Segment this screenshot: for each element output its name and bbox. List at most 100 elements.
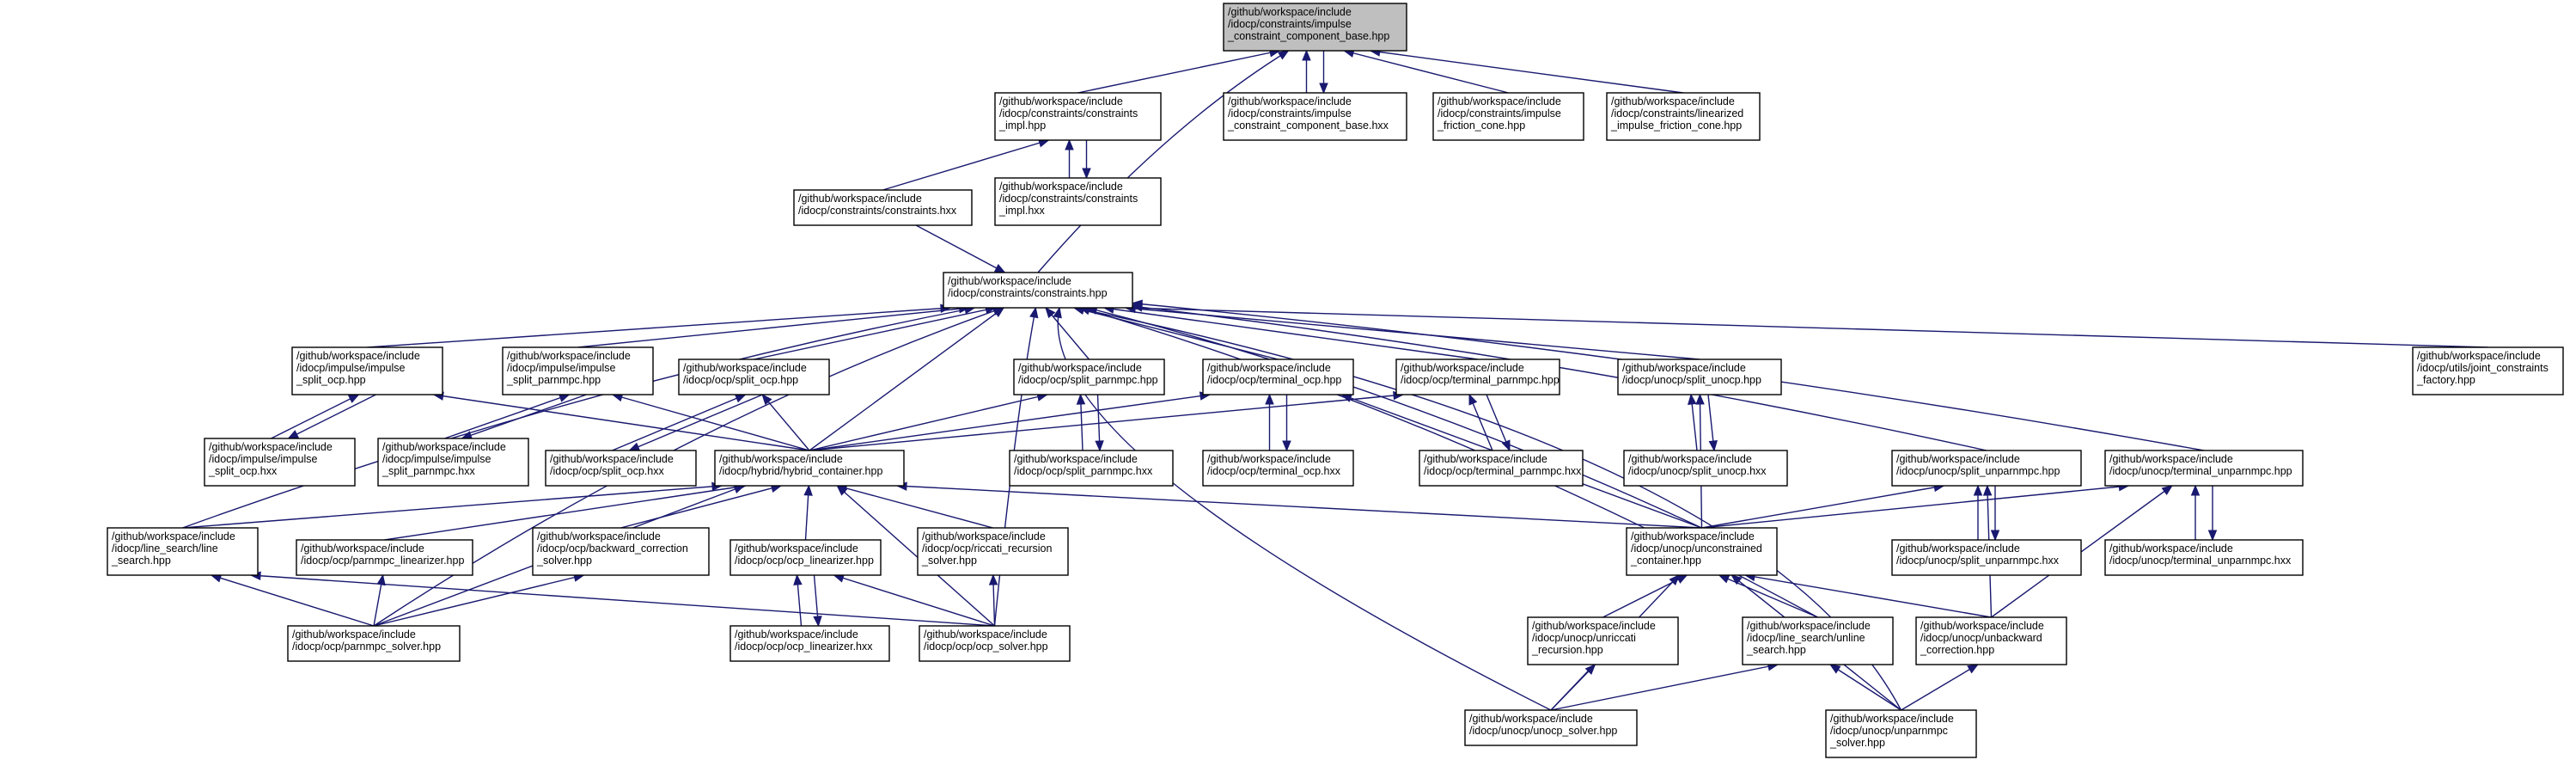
file-node-imp_split_ocp_hxx[interactable]: /github/workspace/include/idocp/impulse/… (204, 438, 356, 487)
node-label-line: /github/workspace/include (1014, 453, 1138, 465)
file-node-terminal_pmpc[interactable]: /github/workspace/include/idocp/ocp/term… (1395, 359, 1560, 395)
file-node-split_unocp[interactable]: /github/workspace/include/idocp/unocp/sp… (1617, 359, 1782, 395)
file-node-linearized_fric[interactable]: /github/workspace/include/idocp/constrai… (1606, 92, 1761, 141)
edge-arrowhead (1669, 574, 1681, 585)
edge-arrowhead (1095, 440, 1104, 452)
file-node-terminal_ocp[interactable]: /github/workspace/include/idocp/ocp/term… (1202, 359, 1354, 395)
node-label-line: /idocp/utils/joint_constraints (2417, 362, 2549, 374)
file-node-ocp_linearizer_hxx[interactable]: /github/workspace/include/idocp/ocp/ocp_… (729, 625, 890, 662)
include-edge-constraints_hxx-to-constraints_impl (882, 139, 1049, 191)
file-node-constraints_impl_hxx[interactable]: /github/workspace/include/idocp/constrai… (994, 177, 1162, 226)
file-node-ocp_linearizer[interactable]: /github/workspace/include/idocp/ocp/ocp_… (729, 539, 882, 576)
node-label-line: /github/workspace/include (1532, 620, 1656, 632)
file-node-split_unpmpc[interactable]: /github/workspace/include/idocp/unocp/sp… (1891, 450, 2082, 487)
node-box (1606, 92, 1761, 141)
file-node-cc_base_hxx[interactable]: /github/workspace/include/idocp/constrai… (1223, 92, 1407, 141)
file-node-backward_corr[interactable]: /github/workspace/include/idocp/ocp/back… (532, 527, 710, 576)
node-label-line: /idocp/ocp/split_ocp.hxx (550, 465, 664, 477)
node-box (1009, 450, 1174, 487)
include-edge-line_search-to-hybrid (182, 485, 723, 529)
node-label-line: _solver.hpp (921, 555, 977, 567)
file-node-split_ocp_hxx[interactable]: /github/workspace/include/idocp/ocp/spli… (545, 450, 697, 487)
node-label-line: /github/workspace/include (1207, 362, 1331, 374)
file-node-split_unpmpc_hxx[interactable]: /github/workspace/include/idocp/unocp/sp… (1891, 539, 2082, 576)
node-label-line: /github/workspace/include (798, 193, 922, 205)
edge-arrowhead (287, 430, 300, 439)
include-edge-unline_search-to-unconstrained (1718, 574, 1818, 618)
node-box (1626, 527, 1778, 576)
node-label-line: /github/workspace/include (1631, 530, 1755, 542)
file-node-unline_search[interactable]: /github/workspace/include/idocp/line_sea… (1742, 616, 1894, 665)
node-label-line: /github/workspace/include (292, 628, 416, 640)
edge-arrowhead (1029, 306, 1039, 319)
node-label-line: _friction_cone.hpp (1437, 120, 1525, 132)
include-edge-constraints_hpp-to-cc_base (1037, 50, 1289, 273)
file-node-hybrid[interactable]: /github/workspace/include/idocp/hybrid/h… (714, 450, 905, 487)
include-edge-unbackward-to-unconstrained (1744, 574, 1992, 618)
file-node-joint_factory[interactable]: /github/workspace/include/idocp/utils/jo… (2412, 346, 2564, 395)
file-node-unpmpc_solver[interactable]: /github/workspace/include/idocp/unocp/un… (1825, 709, 1977, 758)
node-label-line: /idocp/constraints/impulse (1228, 18, 1352, 30)
file-node-unconstrained[interactable]: /github/workspace/include/idocp/unocp/un… (1626, 527, 1778, 576)
file-node-split_pmpc[interactable]: /github/workspace/include/idocp/ocp/spli… (1013, 359, 1165, 395)
file-node-unocp_solver[interactable]: /github/workspace/include/idocp/unocp/un… (1464, 709, 1638, 746)
file-node-constraints_impl[interactable]: /github/workspace/include/idocp/constrai… (994, 92, 1162, 141)
edge-arrowhead (733, 485, 746, 493)
node-label-line: /github/workspace/include (1469, 713, 1593, 725)
include-edge-imp_split_ocp-to-constraints_hpp (367, 307, 951, 348)
file-node-impulse_fric[interactable]: /github/workspace/include/idocp/constrai… (1432, 92, 1584, 141)
file-node-terminal_unpmpc[interactable]: /github/workspace/include/idocp/unocp/te… (2104, 450, 2304, 487)
node-label-line: /idocp/ocp/split_ocp.hpp (683, 374, 798, 386)
node-label-line: /github/workspace/include (999, 95, 1123, 107)
file-node-split_unocp_hxx[interactable]: /github/workspace/include/idocp/unocp/sp… (1623, 450, 1788, 487)
file-node-line_search[interactable]: /github/workspace/include/idocp/line_sea… (107, 527, 259, 576)
file-node-ocp_solver[interactable]: /github/workspace/include/idocp/ocp/ocp_… (919, 625, 1071, 662)
file-node-constraints_hpp[interactable]: /github/workspace/include/idocp/constrai… (943, 272, 1133, 309)
node-box (2104, 450, 2304, 487)
file-node-terminal_pmpc_hxx[interactable]: /github/workspace/include/idocp/ocp/term… (1419, 450, 1584, 487)
include-edge-unocp_solver-to-unriccati (1550, 664, 1596, 711)
file-node-imp_split_ocp[interactable]: /github/workspace/include/idocp/impulse/… (291, 346, 443, 395)
node-label-line: /github/workspace/include (735, 628, 858, 640)
node-label-line: /github/workspace/include (948, 275, 1071, 287)
include-edge-line_search-to-constraints_hpp (182, 307, 975, 529)
file-node-cc_base[interactable]: /github/workspace/include/idocp/constrai… (1223, 3, 1407, 52)
node-label-line: /idocp/ocp/parnmpc_solver.hpp (292, 640, 441, 653)
node-label-line: /idocp/ocp/terminal_ocp.hpp (1207, 374, 1341, 386)
edge-arrowhead (1053, 306, 1062, 319)
node-label-line: /github/workspace/include (1207, 453, 1331, 465)
file-node-terminal_unpmpc_hxx[interactable]: /github/workspace/include/idocp/unocp/te… (2104, 539, 2304, 576)
node-box (1464, 709, 1638, 746)
node-label-line: /idocp/ocp/terminal_parnmpc.hxx (1424, 465, 1582, 477)
node-box (714, 450, 905, 487)
file-node-imp_split_pmpc_hxx[interactable]: /github/workspace/include/idocp/impulse/… (377, 438, 529, 487)
file-node-unbackward[interactable]: /github/workspace/include/idocp/unocp/un… (1915, 616, 2067, 665)
edge-arrowhead (734, 394, 747, 403)
node-label-line: /idocp/unocp/unparnmpc (1830, 725, 1948, 737)
include-edge-hybrid-to-constraints_hpp (809, 307, 1004, 451)
node-label-line: /idocp/unocp/terminal_unparnmpc.hpp (2109, 465, 2292, 477)
node-label-line: /github/workspace/include (112, 530, 235, 542)
node-label-line: /github/workspace/include (507, 350, 631, 362)
file-node-split_pmpc_hxx[interactable]: /github/workspace/include/idocp/ocp/spli… (1009, 450, 1174, 487)
file-node-constraints_hxx[interactable]: /github/workspace/include/idocp/constrai… (793, 189, 973, 226)
file-node-imp_split_pmpc[interactable]: /github/workspace/include/idocp/impulse/… (502, 346, 654, 395)
node-label-line: /github/workspace/include (550, 453, 674, 465)
node-label-line: /idocp/ocp/split_parnmpc.hxx (1014, 465, 1153, 477)
node-label-line: /idocp/impulse/impulse (507, 362, 615, 374)
node-label-line: _impl.hxx (998, 205, 1046, 217)
node-box (1202, 450, 1354, 487)
file-node-split_ocp[interactable]: /github/workspace/include/idocp/ocp/spli… (678, 359, 830, 395)
file-node-riccati_rec[interactable]: /github/workspace/include/idocp/ocp/ricc… (917, 527, 1069, 576)
file-node-terminal_ocp_hxx[interactable]: /github/workspace/include/idocp/ocp/term… (1202, 450, 1354, 487)
file-node-unriccati[interactable]: /github/workspace/include/idocp/unocp/un… (1527, 616, 1679, 665)
file-node-pmpc_solver[interactable]: /github/workspace/include/idocp/ocp/parn… (287, 625, 461, 662)
include-edge-hybrid-to-imp_split_pmpc (612, 394, 810, 451)
node-label-line: /idocp/ocp/ocp_solver.hpp (924, 640, 1048, 653)
node-label-line: _constraint_component_base.hxx (1227, 120, 1389, 132)
include-edge-terminal_pmpc-to-terminal_pmpc_hxx (1486, 394, 1511, 451)
edge-arrowhead (1265, 393, 1274, 405)
node-label-line: /github/workspace/include (301, 542, 424, 555)
node-label-line: /idocp/ocp/riccati_recursion (922, 542, 1053, 555)
file-node-pmpc_linearizer[interactable]: /github/workspace/include/idocp/ocp/parn… (296, 539, 473, 576)
